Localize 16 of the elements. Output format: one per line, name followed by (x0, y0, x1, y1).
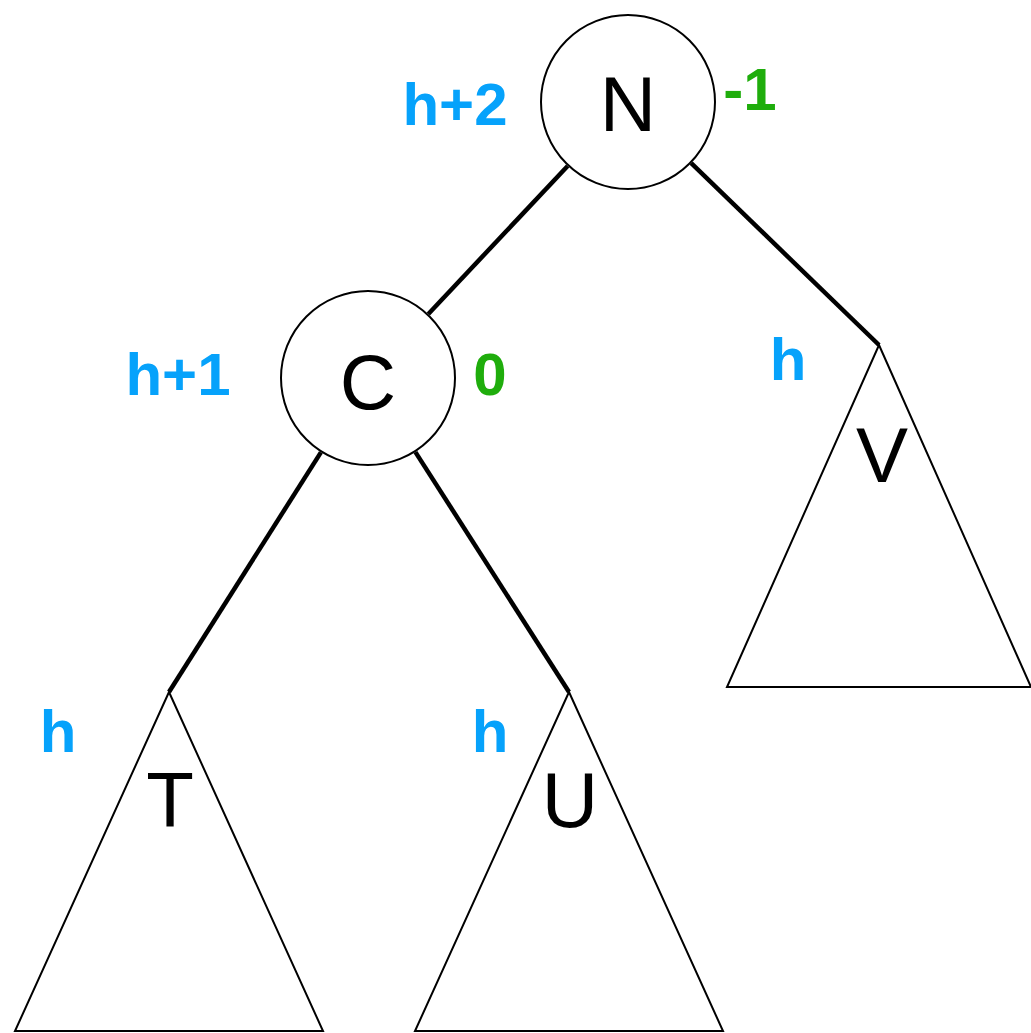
tree-edge (413, 450, 571, 694)
node-label: U (541, 761, 599, 839)
balance-factor-label: 0 (473, 345, 507, 405)
node-label: V (856, 416, 908, 494)
tree-edge (689, 161, 881, 347)
node-label: C (339, 343, 397, 421)
tree-edge (426, 164, 570, 316)
height-label: h (39, 702, 77, 762)
height-label: h (769, 330, 807, 390)
node-label: T (146, 761, 194, 839)
height-label: h+1 (125, 345, 231, 405)
height-label: h (471, 702, 509, 762)
balance-factor-label: -1 (723, 60, 777, 120)
height-label: h+2 (402, 75, 508, 135)
tree-edge (167, 451, 323, 694)
node-label: N (599, 65, 657, 143)
